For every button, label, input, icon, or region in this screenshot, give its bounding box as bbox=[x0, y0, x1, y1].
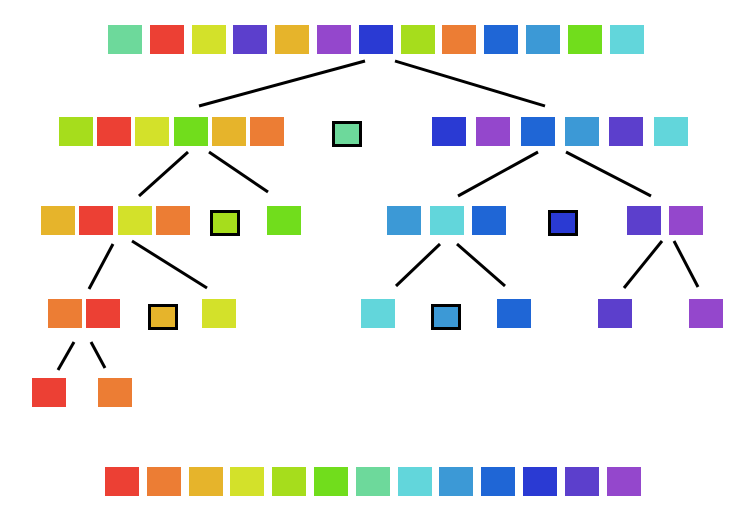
input-square bbox=[149, 25, 184, 54]
input-square bbox=[442, 25, 477, 54]
sorted-square bbox=[564, 467, 599, 496]
edge bbox=[456, 242, 506, 288]
root-pivot-square bbox=[332, 121, 362, 147]
left-partition-square bbox=[173, 117, 208, 146]
sorted-square bbox=[272, 467, 307, 496]
input-square bbox=[108, 25, 142, 54]
leaf-left-square bbox=[32, 378, 66, 407]
right-left-square bbox=[429, 206, 464, 235]
edge bbox=[56, 341, 76, 371]
right-partition-square bbox=[564, 117, 599, 146]
input-square bbox=[191, 25, 226, 54]
right-right-right-square bbox=[689, 299, 723, 328]
left-partition-square bbox=[59, 117, 93, 146]
sorted-square bbox=[606, 467, 641, 496]
left-left-square bbox=[117, 206, 152, 235]
left-left-right-square bbox=[202, 299, 236, 328]
sorted-square bbox=[105, 467, 139, 496]
left-partition-square bbox=[135, 117, 170, 146]
input-square bbox=[317, 25, 351, 54]
right-partition-square bbox=[520, 117, 555, 146]
left-left-square bbox=[79, 206, 114, 235]
left-left-left-square bbox=[48, 299, 82, 328]
edge bbox=[565, 150, 652, 198]
edge bbox=[394, 59, 546, 108]
left-left-left-square bbox=[86, 299, 120, 328]
input-square bbox=[484, 25, 519, 54]
edge bbox=[457, 150, 539, 198]
left-pivot-square bbox=[210, 210, 240, 236]
right-left-left-square bbox=[361, 299, 395, 328]
edge bbox=[208, 150, 269, 194]
left-partition-square bbox=[250, 117, 284, 146]
left-left-pivot-square bbox=[148, 304, 178, 330]
sorted-square bbox=[314, 467, 348, 496]
edge bbox=[137, 150, 190, 198]
edge bbox=[87, 243, 115, 290]
sorted-square bbox=[439, 467, 474, 496]
right-right-left-square bbox=[598, 299, 632, 328]
sorted-square bbox=[146, 467, 181, 496]
right-left-pivot-square bbox=[431, 304, 461, 330]
input-square bbox=[400, 25, 435, 54]
edge bbox=[622, 240, 664, 289]
left-partition-square bbox=[97, 117, 132, 146]
right-partition-square bbox=[653, 117, 688, 146]
right-partition-square bbox=[609, 117, 644, 146]
edge bbox=[198, 59, 366, 108]
input-square bbox=[275, 25, 310, 54]
right-right-square bbox=[627, 206, 661, 235]
edge bbox=[131, 239, 208, 290]
right-left-square bbox=[387, 206, 421, 235]
input-square bbox=[567, 25, 602, 54]
right-left-square bbox=[472, 206, 506, 235]
right-pivot-square bbox=[548, 210, 578, 236]
left-right-square bbox=[267, 206, 301, 235]
edge bbox=[672, 240, 700, 288]
input-square bbox=[358, 25, 393, 54]
leaf-right-square bbox=[98, 378, 132, 407]
right-left-right-square bbox=[497, 299, 531, 328]
right-partition-square bbox=[432, 117, 466, 146]
input-square bbox=[526, 25, 560, 54]
right-partition-square bbox=[476, 117, 511, 146]
sorted-square bbox=[188, 467, 223, 496]
edge bbox=[394, 242, 442, 288]
edge bbox=[89, 341, 107, 369]
right-right-square bbox=[669, 206, 703, 235]
input-square bbox=[233, 25, 268, 54]
sorted-square bbox=[397, 467, 432, 496]
sorted-square bbox=[230, 467, 265, 496]
left-partition-square bbox=[211, 117, 246, 146]
sorted-square bbox=[481, 467, 516, 496]
left-left-square bbox=[155, 206, 190, 235]
sorted-square bbox=[523, 467, 557, 496]
left-left-square bbox=[41, 206, 75, 235]
sorted-square bbox=[355, 467, 390, 496]
input-square bbox=[609, 25, 644, 54]
